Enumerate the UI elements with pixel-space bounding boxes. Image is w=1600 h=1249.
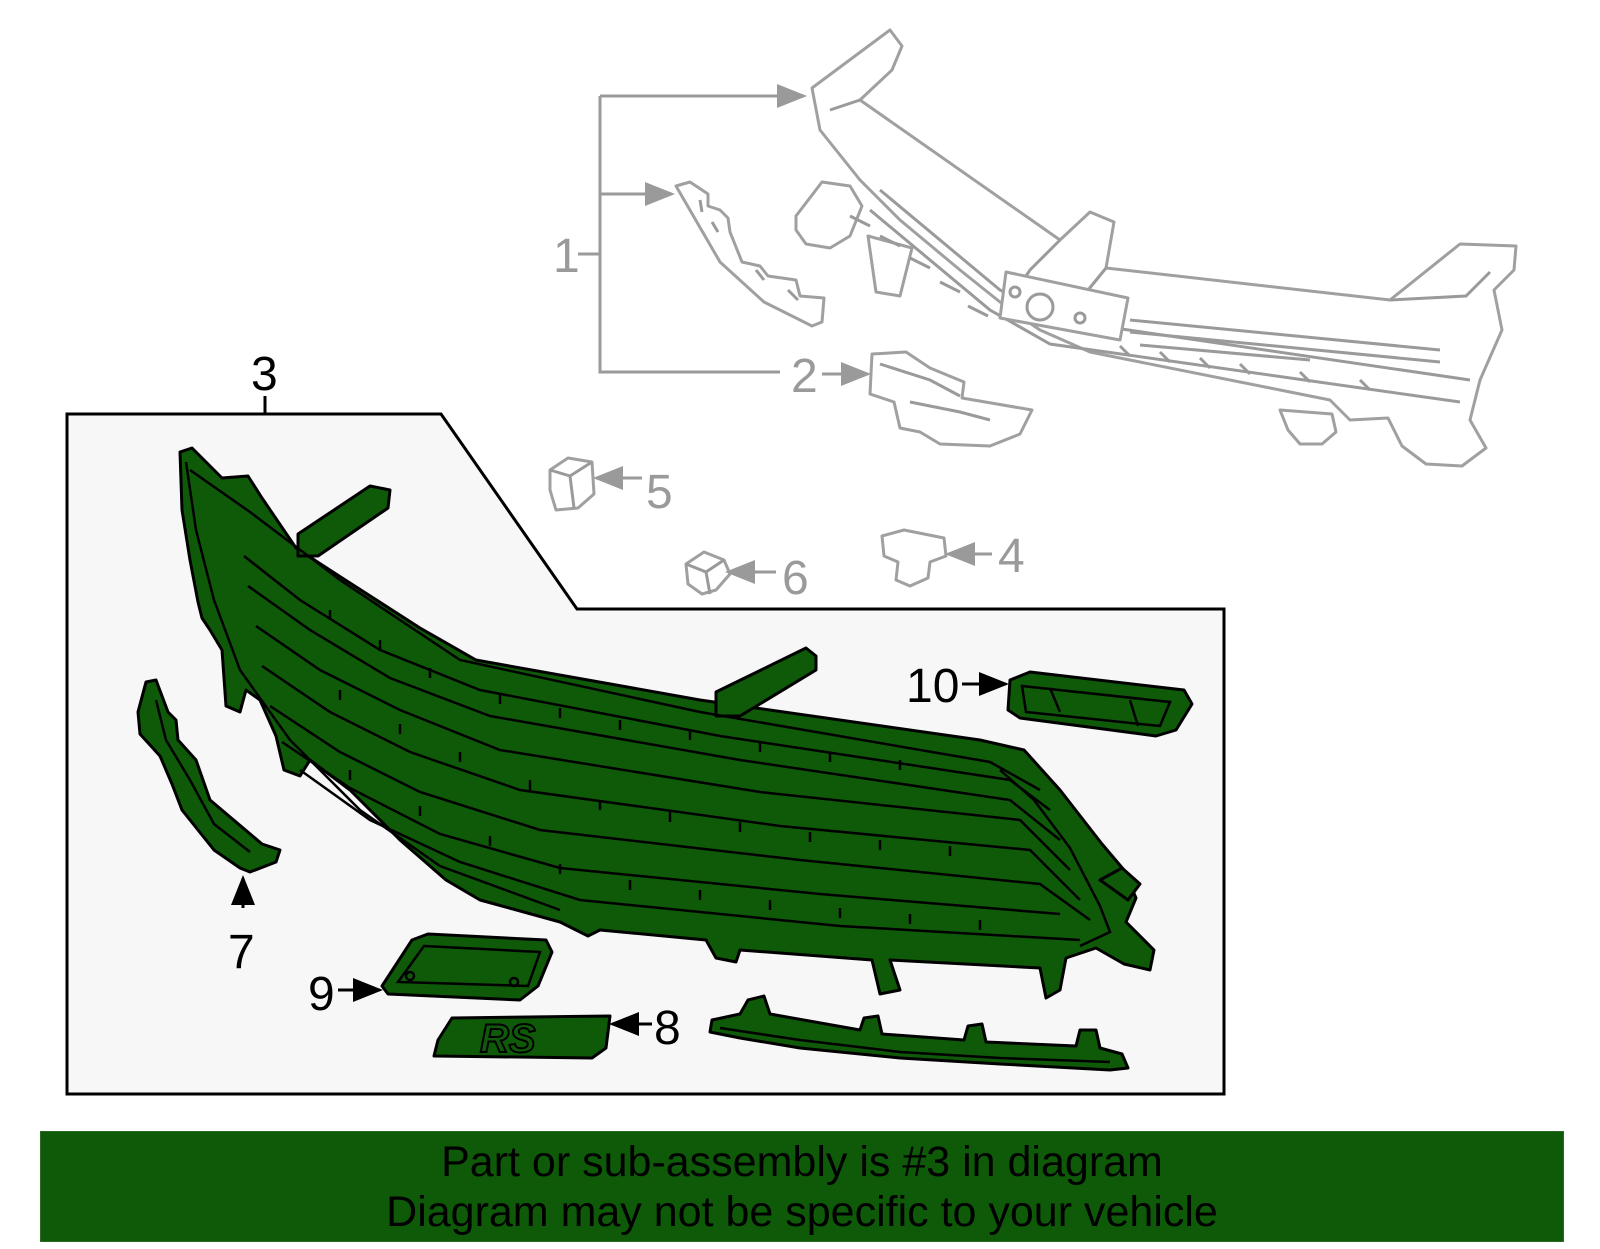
lower-molding [708, 994, 1130, 1072]
grille-support-assembly [794, 28, 1518, 468]
callout-1-leaders [578, 84, 807, 374]
callout-2: 2 [791, 350, 818, 403]
emblem-8-text: RS [480, 1017, 536, 1061]
callout-9: 9 [308, 968, 335, 1021]
clip-5 [548, 456, 596, 512]
callout-7: 7 [228, 926, 255, 979]
upper-bracket [674, 180, 826, 328]
callout-4: 4 [998, 530, 1025, 583]
callout-10: 10 [906, 660, 959, 713]
callout-3: 3 [251, 348, 278, 401]
cover-9 [380, 932, 554, 1002]
callout-8: 8 [654, 1002, 681, 1055]
banner-line-2: Diagram may not be specific to your vehi… [386, 1187, 1218, 1236]
info-banner: Part or sub-assembly is #3 in diagram Di… [40, 1131, 1564, 1242]
callout-6: 6 [782, 552, 809, 605]
bracket-2 [868, 350, 1034, 448]
banner-line-1: Part or sub-assembly is #3 in diagram [441, 1137, 1163, 1186]
front-grille [178, 446, 1156, 1000]
grille-bracket-7 [136, 678, 282, 874]
garnish-10 [1006, 670, 1194, 738]
emblem-8: RS [432, 1014, 612, 1062]
clip-6 [684, 550, 732, 596]
callout-5: 5 [646, 466, 673, 519]
callout-1: 1 [553, 230, 580, 283]
retainer-4 [880, 528, 948, 588]
